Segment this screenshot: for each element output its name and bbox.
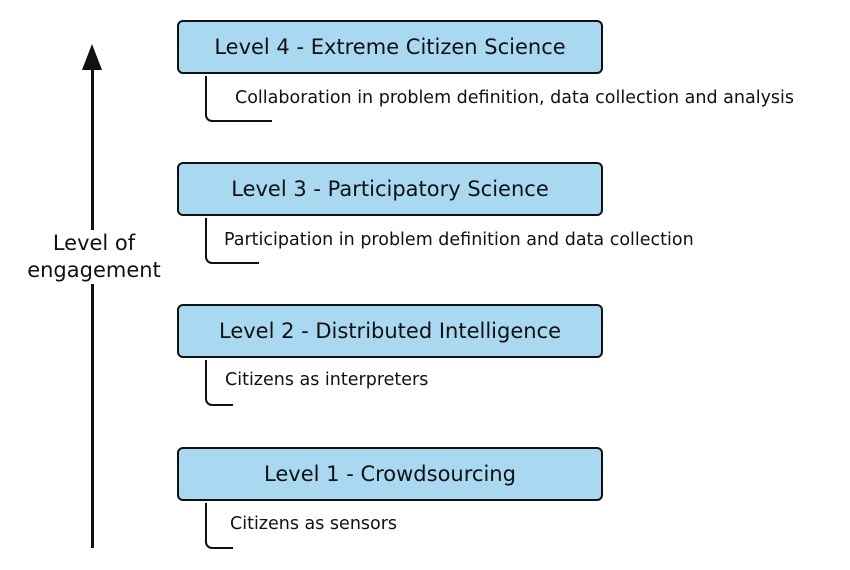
level-2-title: Level 2 - Distributed Intelligence [218, 319, 562, 343]
level-2-box: Level 2 - Distributed Intelligence [177, 304, 603, 358]
level-2-bracket [205, 360, 233, 406]
level-3-title: Level 3 - Participatory Science [231, 177, 549, 201]
level-4-description: Collaboration in problem definition, dat… [235, 88, 795, 108]
axis-label-line-1: Level of [52, 231, 136, 255]
level-1-description: Citizens as sensors [230, 514, 398, 534]
level-4-title: Level 4 - Extreme Citizen Science [214, 35, 566, 59]
level-4-box: Level 4 - Extreme Citizen Science [177, 20, 603, 74]
engagement-axis-line [91, 66, 94, 548]
level-2-description: Citizens as interpreters [225, 370, 429, 390]
level-3-bracket [205, 218, 259, 264]
axis-label: Level of engagement [14, 230, 174, 284]
level-1-bracket [205, 503, 233, 549]
arrow-up-icon [82, 44, 102, 70]
axis-label-line-2: engagement [27, 258, 161, 282]
level-1-box: Level 1 - Crowdsourcing [177, 447, 603, 501]
level-1-title: Level 1 - Crowdsourcing [264, 462, 516, 486]
level-3-description: Participation in problem definition and … [224, 230, 694, 250]
level-4-bracket [205, 76, 272, 122]
level-3-box: Level 3 - Participatory Science [177, 162, 603, 216]
